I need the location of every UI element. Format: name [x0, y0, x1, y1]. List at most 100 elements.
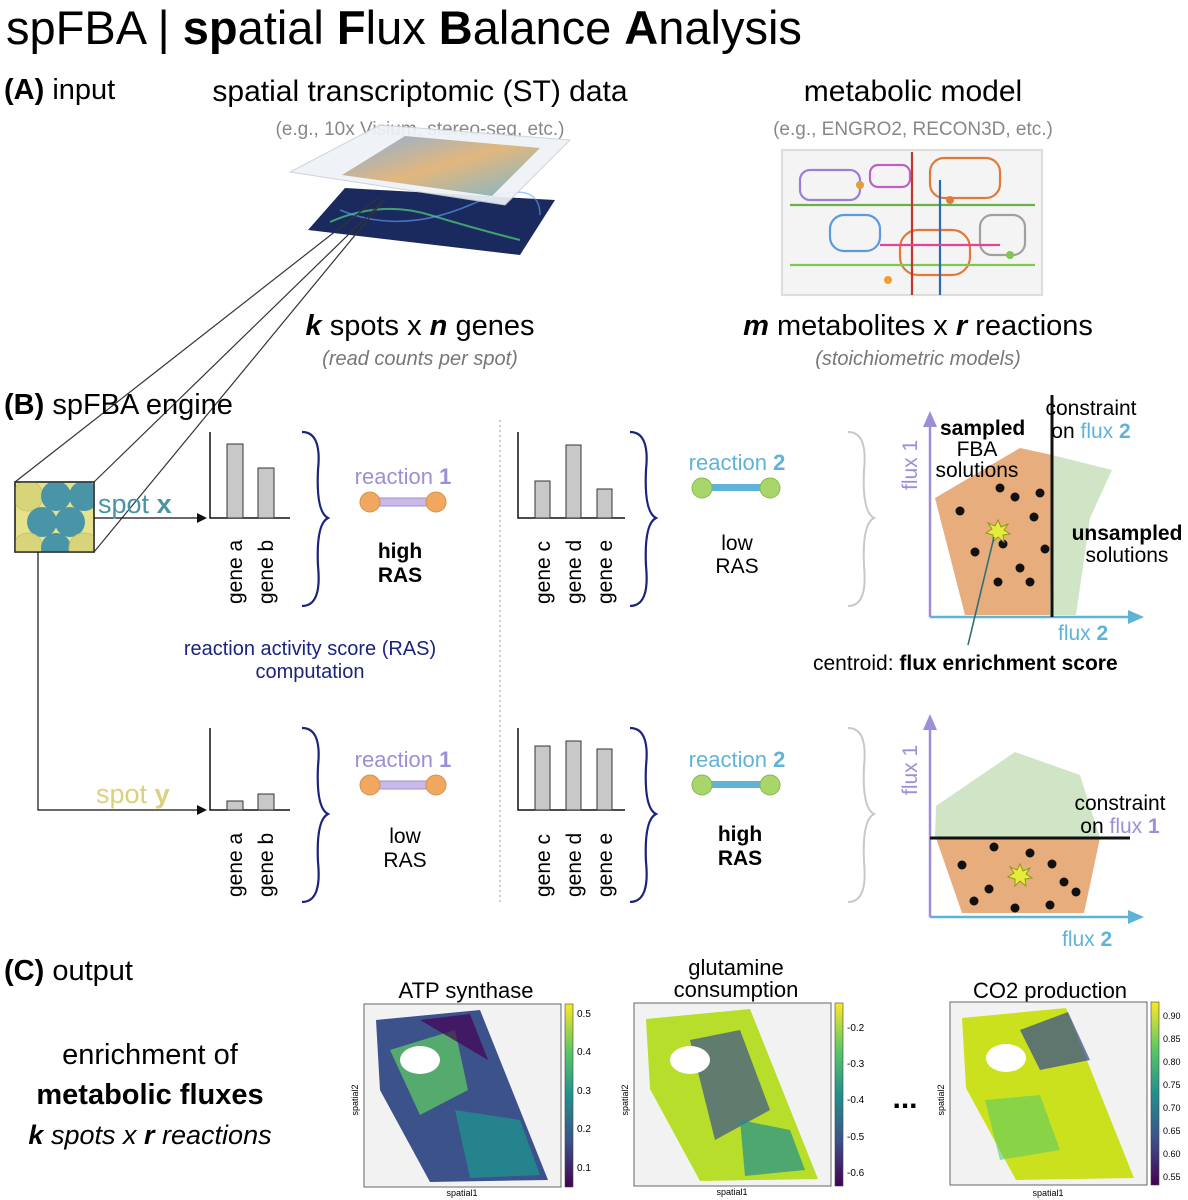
ras-level: RAS	[378, 564, 422, 587]
map-title: CO2 production	[973, 978, 1127, 1003]
reaction-2-edge	[691, 774, 781, 796]
model-heading: metabolic model	[804, 75, 1022, 108]
x-axis-label: flux 2	[1062, 928, 1112, 951]
ellipsis: ...	[892, 1082, 917, 1115]
gene-label: gene a	[224, 832, 247, 897]
output-description: metabolic fluxes	[36, 1079, 263, 1111]
constraint-label: constraint	[1045, 397, 1136, 420]
st-dimensions-note: (read counts per spot)	[322, 348, 518, 370]
bar-chart-x-right	[517, 432, 625, 519]
zoom-line-2	[93, 199, 385, 483]
colorbar-tick: -0.5	[847, 1132, 865, 1143]
colorbar-tick: 0.85	[1163, 1034, 1181, 1044]
unsampled-label: solutions	[1086, 544, 1169, 567]
gene-label: gene b	[255, 833, 278, 897]
colorbar-tick: 0.65	[1163, 1126, 1181, 1136]
colorbar-tick: 0.60	[1163, 1149, 1181, 1159]
map-title: glutamine	[688, 955, 783, 980]
constraint-label: on flux 1	[1080, 815, 1160, 838]
brace-y-gray	[847, 727, 877, 903]
gene-label: gene d	[563, 833, 586, 897]
map-xlabel: spatial1	[1032, 1188, 1063, 1198]
colorbar-tick: 0.55	[1163, 1172, 1181, 1182]
map-xlabel: spatial1	[716, 1187, 747, 1197]
constraint-label: on flux 2	[1051, 420, 1130, 443]
map-ylabel: spatial2	[936, 1084, 946, 1115]
y-axis-label: flux 1	[899, 440, 922, 490]
spot-tile	[14, 481, 95, 553]
bar-chart-y-right	[517, 728, 625, 811]
reaction-2-edge	[691, 477, 781, 499]
output-dimensions: k spots x r reactions	[28, 1120, 271, 1150]
gene-label: gene b	[255, 540, 278, 604]
ras-caption: reaction activity score (RAS)	[184, 638, 436, 660]
reaction-1-edge	[359, 774, 447, 796]
flux-map-atp-synthase: ATP synthase spatial2 spatial1 0.5 0.4 0…	[350, 978, 591, 1198]
reaction-2-label: reaction 2	[689, 747, 786, 772]
st-data-heading: spatial transcriptomic (ST) data	[212, 75, 627, 108]
brace-x-left	[301, 430, 331, 608]
spot-y-label: spot y	[96, 779, 170, 809]
colorbar-tick: 0.75	[1163, 1080, 1181, 1090]
colorbar-tick: 0.70	[1163, 1103, 1181, 1113]
figure-title: spFBA | spatial Flux Balance Analysis	[6, 1, 802, 54]
gene-label: gene a	[224, 539, 247, 604]
section-c-heading: (C) output	[4, 955, 133, 987]
map-title: ATP synthase	[399, 978, 534, 1003]
ras-caption: computation	[256, 661, 365, 683]
section-a-heading: (A) input	[4, 74, 115, 106]
output-description: enrichment of	[62, 1039, 239, 1071]
sampled-label: sampled	[940, 417, 1025, 440]
map-xlabel: spatial1	[446, 1188, 477, 1198]
model-dimensions: m metabolites x r reactions	[743, 310, 1093, 342]
flux-plot-2	[923, 714, 1144, 924]
reaction-1-label: reaction 1	[355, 747, 452, 772]
unsampled-label: unsampled	[1072, 522, 1183, 545]
bar-chart-x-left	[209, 432, 290, 519]
ras-level: low	[721, 532, 753, 555]
ras-level: high	[718, 823, 762, 846]
brace-x-gray	[847, 431, 877, 607]
metabolic-map-illustration	[780, 148, 1044, 297]
st-layers-illustration	[288, 124, 572, 255]
sampled-label: FBA	[957, 438, 998, 461]
map-ylabel: spatial2	[350, 1084, 360, 1115]
colorbar-tick: 0.90	[1163, 1011, 1181, 1021]
model-dimensions-note: (stoichiometric models)	[815, 348, 1021, 370]
ras-level: low	[389, 825, 421, 848]
spot-y-arrow	[37, 552, 207, 815]
ras-level: high	[378, 540, 422, 563]
gene-label: gene e	[594, 540, 617, 604]
map-ylabel: spatial2	[620, 1084, 630, 1115]
colorbar-tick: 0.80	[1163, 1057, 1181, 1067]
ras-level: RAS	[715, 555, 758, 578]
st-dimensions: k spots x n genes	[306, 310, 535, 342]
flux-map-glutamine-consumption: glutamine consumption spatial2 spatial1 …	[620, 955, 865, 1197]
colorbar-tick: -0.4	[847, 1095, 865, 1106]
brace-x-right	[629, 430, 659, 608]
spot-x-label: spot x	[98, 489, 172, 519]
gene-label: gene d	[563, 540, 586, 604]
flux-map-co2-production: CO2 production spatial2 spatial1 0.90 0.…	[936, 978, 1181, 1198]
colorbar-tick: -0.2	[847, 1023, 865, 1034]
colorbar-tick: -0.3	[847, 1059, 865, 1070]
colorbar-tick: 0.5	[577, 1009, 591, 1020]
sampled-label: solutions	[936, 459, 1019, 482]
reaction-1-edge	[359, 491, 447, 513]
gene-label: gene c	[532, 541, 555, 604]
constraint-label: constraint	[1074, 792, 1165, 815]
y-axis-label: flux 1	[899, 745, 922, 795]
model-examples: (e.g., ENGRO2, RECON3D, etc.)	[773, 119, 1053, 140]
ras-level: RAS	[718, 847, 762, 870]
reaction-1-label: reaction 1	[355, 464, 452, 489]
brace-y-left	[301, 726, 331, 904]
section-b-heading: (B) spFBA engine	[4, 389, 233, 421]
colorbar-tick: -0.6	[847, 1168, 865, 1179]
reaction-2-label: reaction 2	[689, 450, 786, 475]
gene-label: gene e	[594, 833, 617, 897]
x-axis-label: flux 2	[1058, 622, 1108, 645]
colorbar-tick: 0.2	[577, 1124, 591, 1135]
bar-chart-y-left	[209, 728, 290, 811]
flux-plot-1	[923, 395, 1144, 646]
